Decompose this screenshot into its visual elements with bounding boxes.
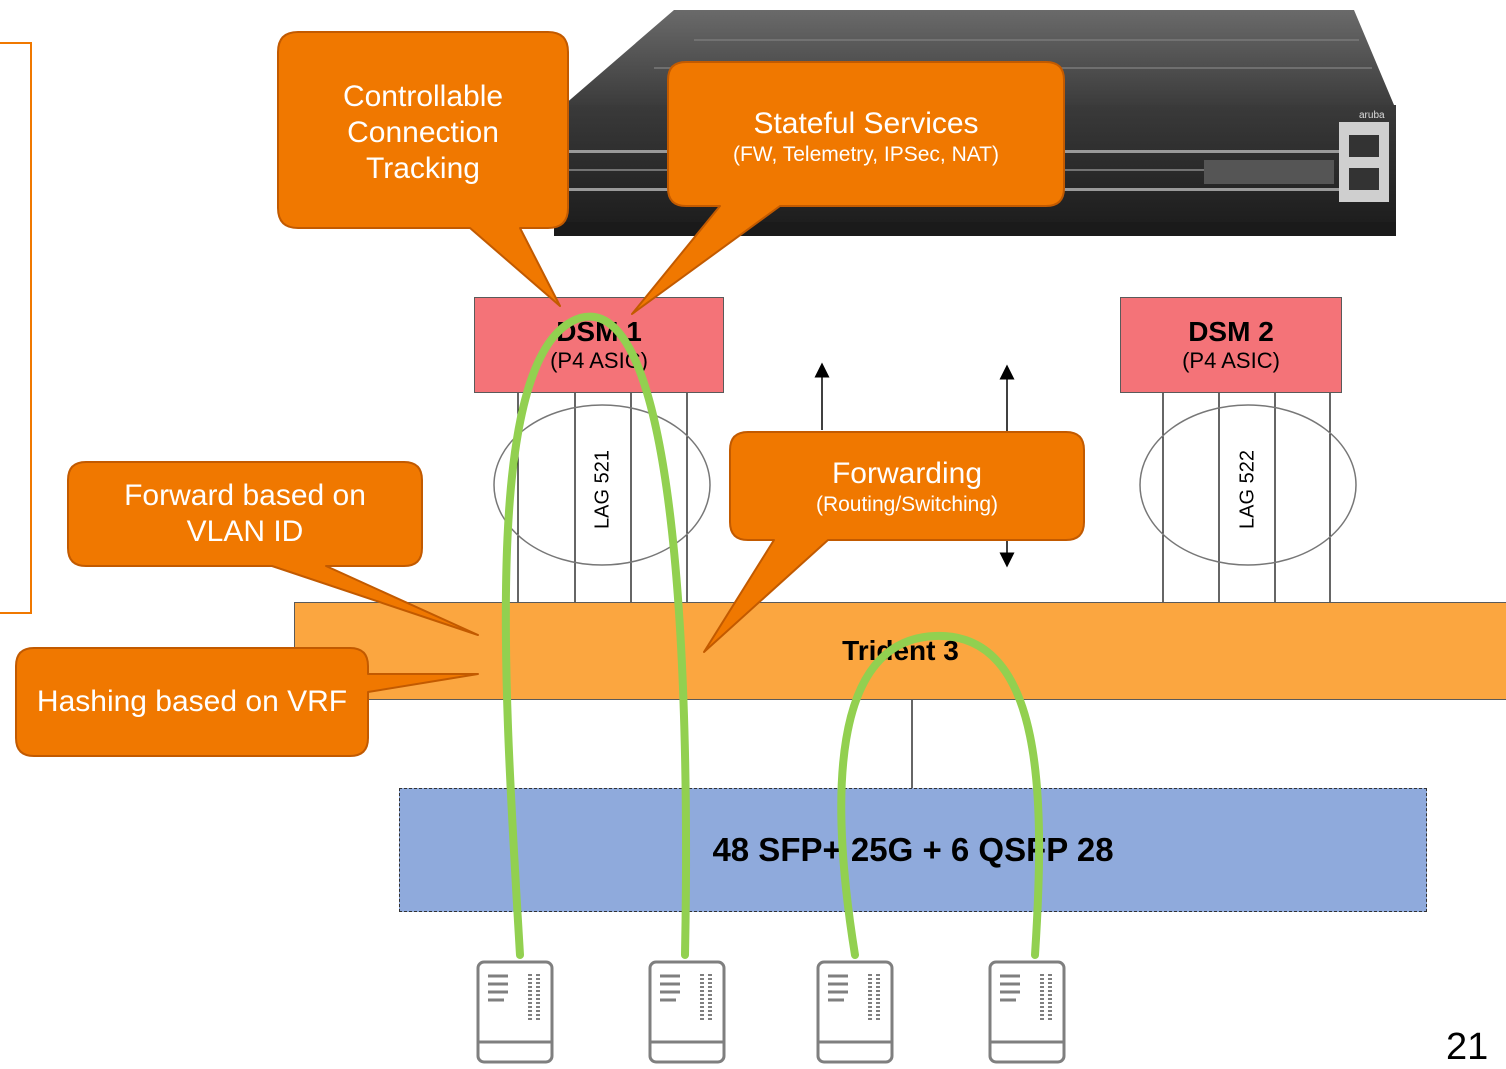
forwarding-subtitle: (Routing/Switching) [815, 493, 999, 516]
dsm2-title: DSM 2 [1188, 316, 1274, 347]
callout-stateful [631, 61, 1065, 315]
stateful-title: Stateful Services [753, 107, 979, 140]
dsm-loop [501, 312, 691, 959]
forwarding-title: Forwarding [831, 457, 983, 490]
ports-label: 48 SFP+ 25G + 6 QSFP 28 [712, 831, 1114, 868]
hashing-vrf-text: Hashing based on VRF [16, 648, 368, 756]
trident-bar: Trident 3 [294, 602, 1506, 700]
ports-bar: 48 SFP+ 25G + 6 QSFP 28 [399, 788, 1427, 912]
server-icon [476, 960, 554, 1064]
hashing-vrf-label: Hashing based on VRF [36, 685, 348, 718]
lag521-ellipse [493, 404, 711, 566]
page-number: 21 [1446, 1026, 1489, 1068]
stateful-text: Stateful Services (FW, Telemetry, IPSec,… [668, 92, 1064, 182]
conn-tracking-text: Controllable Connection Tracking [278, 68, 568, 198]
forward-vlan-text: Forward based on VLAN ID [68, 462, 422, 566]
lag522-ellipse [1139, 404, 1357, 566]
svg-text:aruba: aruba [1359, 110, 1385, 121]
lag522-links [1162, 393, 1331, 602]
callout-hashing-vrf [15, 647, 479, 757]
callout-forward-vlan [67, 461, 479, 636]
server-icon [988, 960, 1066, 1064]
callout-forwarding [703, 431, 1085, 653]
left-bracket [0, 42, 32, 614]
forward-vlan-label: Forward based on VLAN ID [124, 479, 366, 548]
stateful-subtitle: (FW, Telemetry, IPSec, NAT) [732, 143, 1000, 166]
conn-tracking-label: Controllable Connection Tracking [342, 80, 504, 185]
dsm2-subtitle: (P4 ASIC) [1182, 348, 1280, 373]
server-icon [816, 960, 894, 1064]
trident-loop [837, 631, 1044, 959]
callout-conn-tracking [277, 31, 569, 307]
forwarding-text: Forwarding (Routing/Switching) [730, 440, 1084, 534]
server-icon [648, 960, 726, 1064]
dsm2-box: DSM 2 (P4 ASIC) [1120, 297, 1342, 393]
